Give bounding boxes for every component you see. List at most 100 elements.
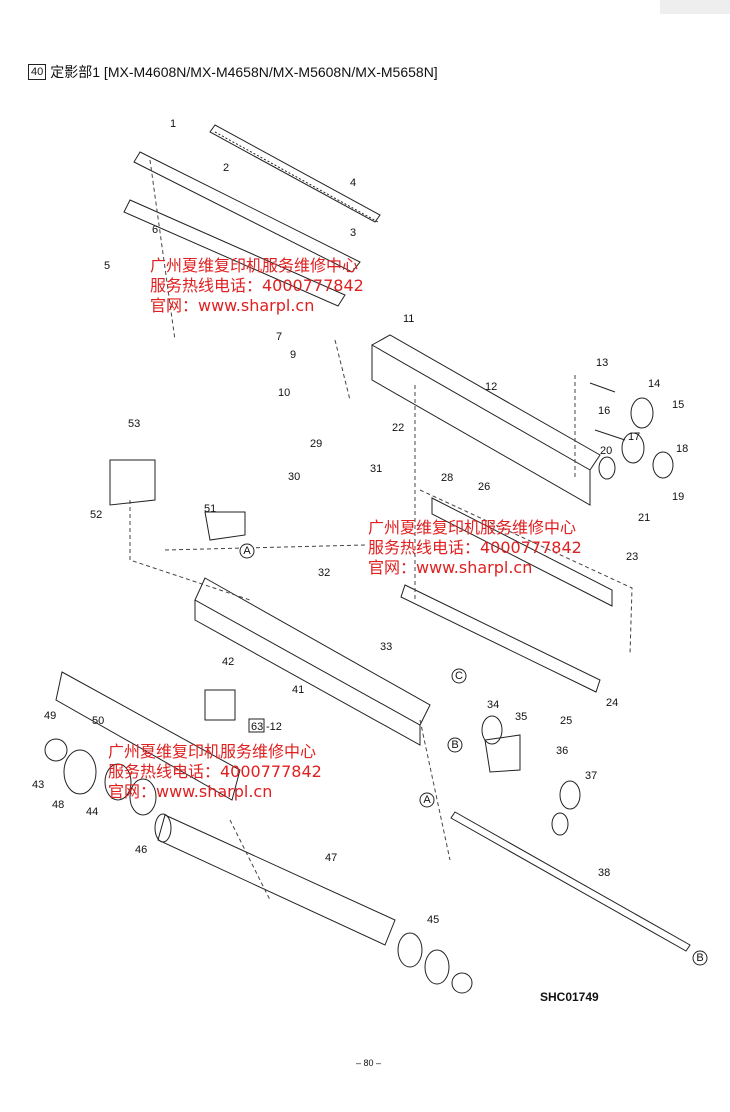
marker-label: C (455, 670, 463, 682)
callout-label: 25 (560, 715, 572, 727)
callout-label: 34 (487, 699, 499, 711)
marker-circle (447, 737, 463, 753)
callout-label: 50 (92, 715, 104, 727)
watermark-block-2: 广州夏维复印机服务维修中心 服务热线电话：4000777842 官网：www.s… (368, 518, 582, 578)
callout-label: 37 (585, 770, 597, 782)
ring-44-left (44, 738, 68, 762)
corner-bar (660, 0, 730, 14)
callout-label: 26 (478, 481, 490, 493)
callout-label: 13 (596, 357, 608, 369)
callout-label: 16 (598, 405, 610, 417)
heater-lamp (450, 811, 691, 952)
shaft-16 (594, 429, 626, 441)
section-number: 40 (28, 64, 47, 80)
guide-line (419, 489, 633, 656)
callout-label: 41 (292, 684, 304, 696)
callout-label: 21 (638, 512, 650, 524)
lower-frame (194, 577, 431, 726)
gear-46-left (129, 778, 157, 816)
ref-box-number: 63 (251, 721, 263, 733)
callout-label: 32 (318, 567, 330, 579)
callout-label: 36 (556, 745, 568, 757)
callout-label: 22 (392, 422, 404, 434)
callout-label: 9 (290, 349, 296, 361)
bracket-52 (204, 511, 246, 541)
callout-label: 6 (152, 224, 158, 236)
guide-line (164, 544, 366, 551)
callout-label: 38 (598, 867, 610, 879)
callout-label: 19 (672, 491, 684, 503)
page-title: 40 定影部1 [MX-M4608N/MX-M4658N/MX-M5608N/M… (28, 62, 438, 82)
marker-label: B (451, 739, 458, 751)
callout-label: 31 (370, 463, 382, 475)
ref-box-label: -12 (266, 721, 282, 733)
callout-label: 7 (276, 331, 282, 343)
lower-guide-plate (123, 199, 346, 307)
callout-label: 28 (441, 472, 453, 484)
part-43 (204, 689, 236, 721)
callout-label: 1 (170, 118, 176, 130)
callout-label: 42 (222, 656, 234, 668)
callout-label: 11 (403, 313, 414, 325)
page-number: – 80 – (356, 1058, 382, 1068)
lower-frame-side (194, 600, 421, 746)
marker-label: A (423, 794, 431, 806)
diagram-code: SHC01749 (540, 990, 599, 1004)
callout-label: 17 (628, 431, 640, 443)
callout-label: 29 (310, 438, 322, 450)
callout-label: 52 (90, 509, 102, 521)
callout-label: 44 (86, 806, 98, 818)
callout-label: 3 (350, 227, 356, 239)
callout-label: 20 (600, 445, 612, 457)
marker-label: B (696, 952, 703, 964)
callout-label: 53 (128, 418, 140, 430)
callout-label: 10 (278, 387, 290, 399)
ring-44-right (451, 972, 473, 994)
callout-label: 15 (672, 399, 684, 411)
bracket-36 (484, 734, 521, 773)
shaft-13 (589, 382, 616, 393)
gear-49 (63, 749, 97, 795)
brush-strip (209, 124, 381, 223)
callout-label: 49 (44, 710, 56, 722)
unit-53 (109, 459, 156, 506)
brush-bristles (214, 131, 379, 223)
ref-box (248, 718, 265, 733)
callout-label: 45 (427, 914, 439, 926)
watermark-block-1: 广州夏维复印机服务维修中心 服务热线电话：4000777842 官网：www.s… (150, 256, 364, 316)
marker-circle (451, 668, 467, 684)
marker-circle (239, 543, 255, 559)
gear-38 (559, 780, 581, 810)
callout-label: 33 (380, 641, 392, 653)
gear-45-right (424, 949, 450, 985)
watermark-block-3: 广州夏维复印机服务维修中心 服务热线电话：4000777842 官网：www.s… (108, 742, 322, 802)
guide-line (334, 339, 351, 401)
heat-roller-end (154, 813, 172, 843)
watermark-line: 服务热线电话：4000777842 (368, 538, 582, 557)
callout-label: 48 (52, 799, 64, 811)
callout-label: 24 (606, 697, 618, 709)
callout-label: 35 (515, 711, 527, 723)
gear-18 (652, 451, 674, 479)
main-frame (371, 344, 591, 506)
left-bracket (55, 671, 241, 801)
marker-circle (419, 792, 435, 808)
callout-label: 30 (288, 471, 300, 483)
gear-14 (630, 397, 654, 429)
guide-line (149, 159, 176, 341)
upper-guide-plate (133, 151, 361, 273)
callout-label: 14 (648, 378, 660, 390)
watermark-line: 广州夏维复印机服务维修中心 (150, 256, 359, 275)
gear-20-bottom (551, 812, 569, 836)
main-frame-top (371, 334, 601, 471)
watermark-line: 服务热线电话：4000777842 (108, 762, 322, 781)
watermark-line: 广州夏维复印机服务维修中心 (108, 742, 317, 761)
gear-46-right (397, 932, 423, 968)
watermark-line: 官网：www.sharpl.cn (150, 296, 315, 315)
callout-label: 12 (485, 381, 497, 393)
watermark-line: 广州夏维复印机服务维修中心 (368, 518, 577, 537)
callout-label: 43 (32, 779, 44, 791)
watermark-line: 服务热线电话：4000777842 (150, 276, 364, 295)
callout-label: 4 (350, 177, 356, 189)
